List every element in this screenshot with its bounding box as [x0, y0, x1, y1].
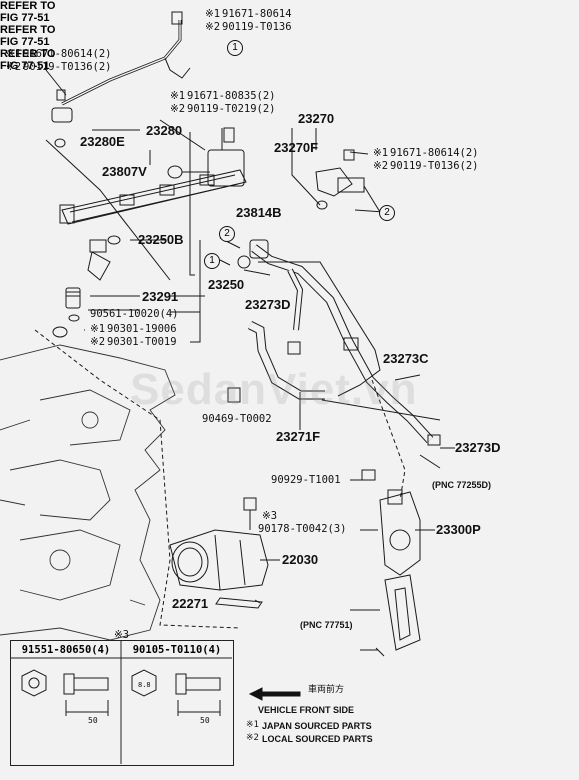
part-label: 90561-10020(4) [90, 308, 179, 320]
ref-label: REFER TO [0, 48, 56, 60]
watermark: SedanViet.vn [130, 365, 418, 414]
mark2-top: ※2 [205, 21, 221, 33]
part-label: 23291 [142, 289, 179, 304]
part-label: 90929-T1001 [271, 474, 341, 486]
bolt-table: 91551-80650(4) 90105-T0110(4) 50 50 8.8 [10, 640, 234, 766]
dim-label: 50 [88, 716, 98, 725]
ref-label: (PNC 77751) [300, 620, 353, 630]
fuel-hose [237, 239, 441, 446]
circled-ref-2: 2 [379, 205, 395, 221]
part-label: 22030 [282, 552, 319, 567]
part-label: 23250B [138, 232, 184, 247]
part-label: 23270F [274, 140, 319, 155]
mark3-tb: ※3 [262, 510, 278, 522]
circled-ref-1b: 1 [204, 253, 220, 269]
part-label: 23280 [146, 123, 183, 138]
pressure-sensor [291, 128, 381, 213]
ref-label: FIG 77-51 [0, 36, 50, 48]
ref-label: FIG 77-51 [0, 12, 50, 24]
ref-label: (PNC 77255D) [432, 480, 492, 490]
circled-ref-2b: 2 [219, 226, 235, 242]
fuel-pipe-top [51, 11, 191, 123]
table-mark: ※3 [114, 629, 130, 641]
front-en: VEHICLE FRONT SIDE [258, 705, 355, 715]
part-label: 23250 [208, 277, 245, 292]
part-label: 90469-T0002 [202, 413, 272, 425]
mark1-left: ※1 [6, 48, 22, 60]
part-label: 90119-T0136(2) [23, 61, 112, 73]
part-label: 23814B [236, 205, 282, 220]
part-label: 23273D [455, 440, 501, 455]
part-label: 90119-T0136 [222, 21, 292, 33]
part-label: 23270 [298, 111, 335, 126]
part-label: 23280E [80, 134, 125, 149]
mark1-mid: ※1 [170, 90, 186, 102]
note-japan: JAPAN SOURCED PARTS [262, 721, 372, 731]
part-label: 23807V [102, 164, 147, 179]
part-label: 23273C [383, 351, 429, 366]
table-bolt-2 [131, 669, 221, 716]
note-mark1: ※1 [246, 720, 259, 730]
bolt-grade-mark: 8.8 [138, 681, 151, 689]
mark2-right: ※2 [373, 160, 389, 172]
ref-label: REFER TO [0, 0, 56, 12]
part-label: 90178-T0042(3) [258, 523, 347, 535]
mark1-right: ※1 [373, 147, 389, 159]
injector [52, 235, 121, 338]
fuel-rail [54, 127, 247, 225]
ref-label: REFER TO [0, 24, 56, 36]
table-header-2: 90105-T0110(4) [132, 644, 222, 656]
part-label: 91671-80614(2) [23, 48, 112, 60]
part-label: 90301-T0019 [107, 336, 177, 348]
mark2-left: ※2 [6, 61, 22, 73]
part-label: 90301-19006 [107, 323, 177, 335]
mark1-inj: ※1 [90, 323, 106, 335]
fuel-pump-bracket [361, 469, 421, 657]
circled-ref-1: 1 [227, 40, 243, 56]
note-mark2: ※2 [246, 733, 259, 743]
engine-block-outline [0, 344, 176, 641]
note-local: LOCAL SOURCED PARTS [262, 734, 373, 744]
part-label: 90119-T0219(2) [187, 103, 276, 115]
front-arrow [248, 687, 301, 701]
table-bolt-1 [21, 669, 109, 716]
mark2-mid: ※2 [170, 103, 186, 115]
part-label: 91671-80835(2) [187, 90, 276, 102]
part-label: 23271F [276, 429, 321, 444]
part-label: 90119-T0136(2) [390, 160, 479, 172]
throttle-body [169, 497, 269, 609]
part-label: 23273D [245, 297, 291, 312]
table-header-1: 91551-80650(4) [21, 644, 111, 656]
mark2-inj: ※2 [90, 336, 106, 348]
part-label: 91671-80614 [222, 8, 292, 20]
clip [227, 387, 241, 403]
front-jp: 車両前方 [308, 685, 345, 695]
part-label: 23300P [436, 522, 481, 537]
part-label: 22271 [172, 596, 209, 611]
part-label: 91671-80614(2) [390, 147, 479, 159]
dim-label: 50 [200, 716, 210, 725]
mark1-top: ※1 [205, 8, 221, 20]
ref-label: FIG 77-51 [0, 60, 50, 72]
